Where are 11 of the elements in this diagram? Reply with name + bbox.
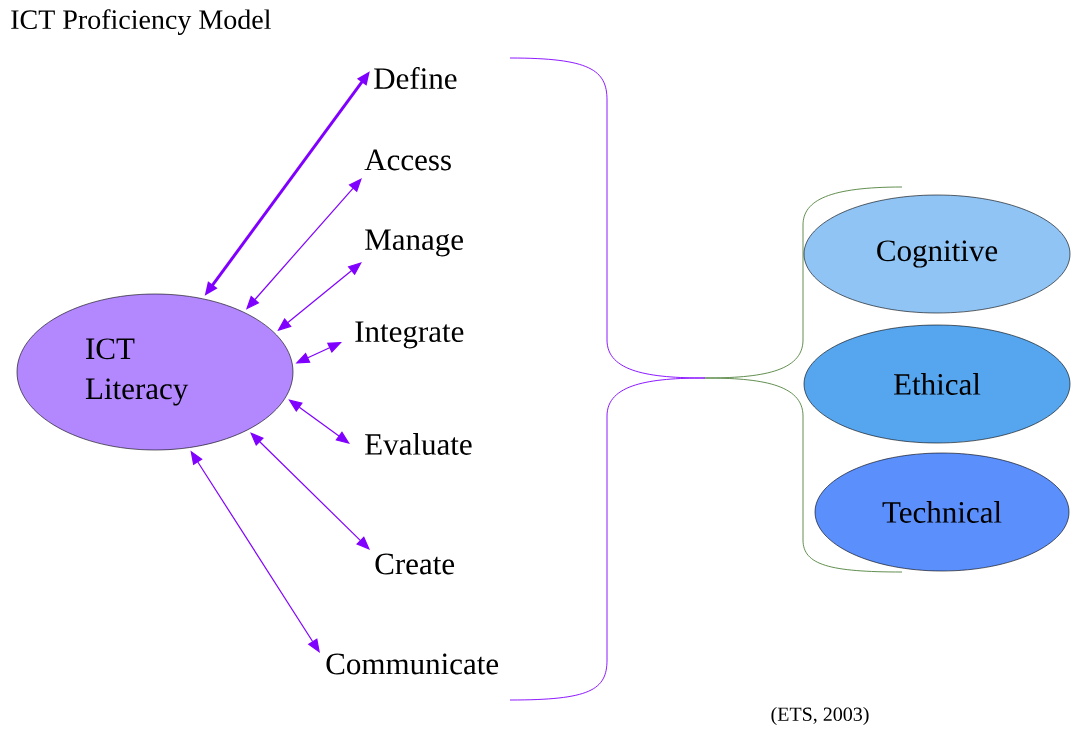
arrow: [288, 399, 350, 444]
label: Integrate: [355, 321, 464, 349]
label: Access: [364, 149, 451, 171]
label: Communicate: [326, 653, 499, 675]
citation: (ETS, 2003): [771, 706, 869, 726]
label: Evaluate: [365, 433, 472, 455]
label: Create: [375, 553, 455, 575]
title: ICT Proficiency Model: [11, 9, 271, 35]
label: Manage: [365, 229, 463, 257]
label: Define: [374, 66, 457, 90]
arrow: [250, 432, 370, 550]
